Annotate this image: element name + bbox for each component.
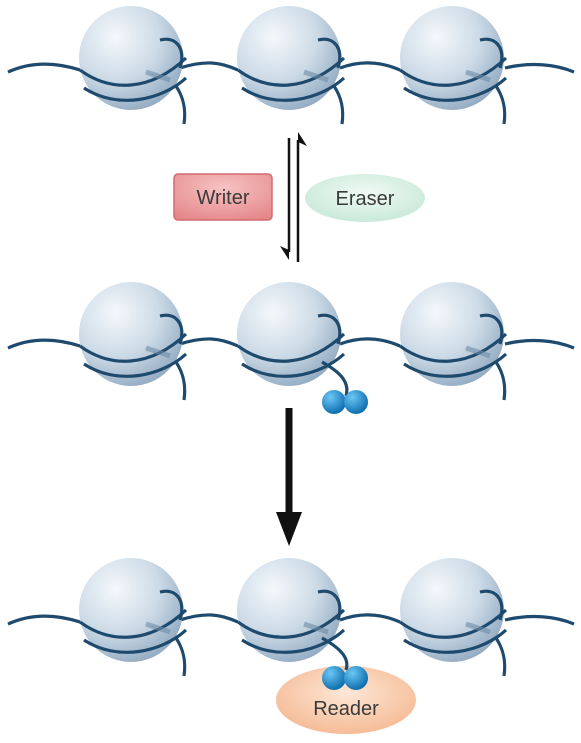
dna-strand bbox=[7, 337, 575, 350]
nucleosome bbox=[79, 558, 188, 677]
eraser-ellipse: Eraser bbox=[305, 174, 425, 222]
forward-arrow bbox=[280, 138, 291, 260]
dna-strand bbox=[7, 61, 575, 74]
histone-mark bbox=[322, 390, 368, 414]
writer-box: Writer bbox=[173, 173, 273, 221]
nucleosome bbox=[79, 6, 188, 125]
reader-label: Reader bbox=[313, 698, 379, 720]
reverse-arrow bbox=[296, 132, 307, 262]
writer-label: Writer bbox=[197, 187, 250, 209]
chromatin-row-reader-bound: Reader bbox=[7, 558, 575, 734]
histone-mark bbox=[322, 666, 368, 690]
nucleosome bbox=[237, 6, 346, 125]
down-arrow bbox=[276, 408, 302, 546]
chromatin-row-unmodified bbox=[7, 6, 575, 125]
histone-tail bbox=[321, 636, 349, 671]
nucleosome bbox=[79, 282, 188, 401]
nucleosome bbox=[399, 558, 508, 677]
nucleosome bbox=[237, 558, 349, 671]
nucleosome bbox=[399, 282, 508, 401]
reversible-arrows bbox=[280, 132, 307, 262]
dna-strand bbox=[7, 613, 575, 626]
reader-ellipse: Reader bbox=[276, 666, 416, 734]
chromatin-row-modified bbox=[7, 282, 575, 414]
histone-tail bbox=[321, 360, 349, 397]
nucleosome bbox=[399, 6, 508, 125]
eraser-label: Eraser bbox=[336, 188, 395, 210]
nucleosome bbox=[237, 282, 349, 397]
